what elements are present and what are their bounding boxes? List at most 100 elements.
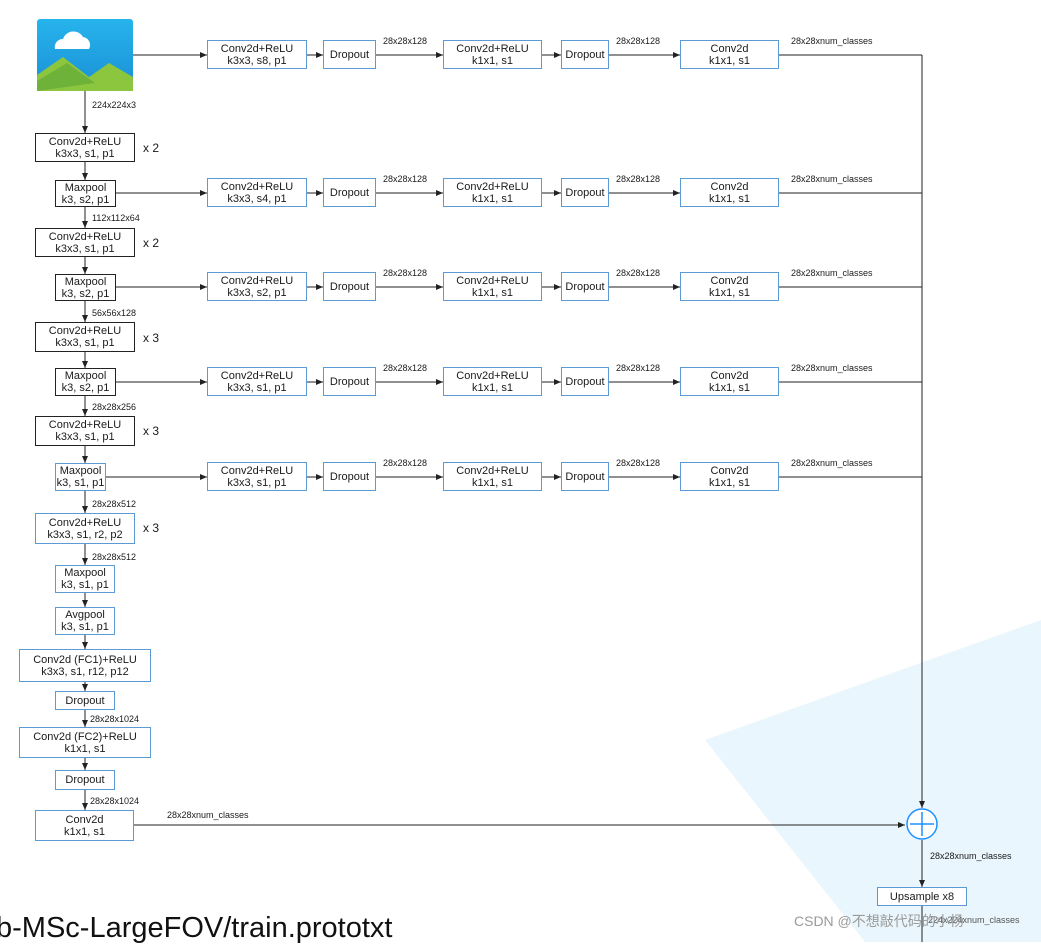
fc2-conv-block: Conv2d (FC2)+ReLU k1x1, s1 bbox=[19, 727, 151, 758]
shape-label: 28x28x512 bbox=[92, 499, 137, 509]
box-line: Dropout bbox=[329, 470, 370, 483]
branch-2-output-shape-label: 28x28xnum_classes bbox=[791, 174, 873, 184]
box-line: k3x3, s1, p1 bbox=[55, 147, 115, 160]
box-line: Conv2d+ReLU bbox=[456, 369, 529, 382]
box-line: Dropout bbox=[565, 470, 605, 483]
upsample-block: Upsample x8 bbox=[877, 887, 967, 906]
box-line: Conv2d+ReLU bbox=[48, 325, 122, 337]
box-line: k3, s1, p1 bbox=[56, 477, 105, 489]
box-line: Conv2d (FC2)+ReLU bbox=[33, 730, 137, 743]
branch-4-output-shape-label: 28x28xnum_classes bbox=[791, 363, 873, 373]
fc1-conv-block: Conv2d (FC1)+ReLU k3x3, s1, r12, p12 bbox=[19, 649, 151, 682]
box-line: k3x3, s2, p1 bbox=[227, 286, 287, 299]
repeat-label: x 2 bbox=[143, 236, 160, 250]
box-line: Dropout bbox=[565, 186, 605, 199]
box-line: k3x3, s1, p1 bbox=[227, 476, 287, 489]
box-line: Conv2d+ReLU bbox=[456, 274, 529, 287]
box-line: Maxpool bbox=[64, 370, 107, 382]
box-line: Conv2d bbox=[65, 813, 104, 826]
branch-4-dropout-1: Dropout bbox=[323, 367, 376, 396]
box-line: k3x3, s1, p1 bbox=[55, 431, 115, 443]
maxpool-block-5: Maxpool k3, s1, p1 bbox=[55, 565, 115, 593]
branch-3-feature-shape-label: 28x28x128 bbox=[383, 268, 428, 278]
shape-label: 56x56x128 bbox=[92, 308, 137, 318]
box-line: Dropout bbox=[329, 186, 370, 199]
shape-label: 28x28x256 bbox=[92, 402, 137, 412]
box-line: k3x3, s1, p1 bbox=[55, 242, 115, 255]
box-line: k1x1, s1 bbox=[709, 286, 750, 299]
branch-1-feature-shape-label: 28x28x128 bbox=[383, 36, 428, 46]
box-line: k1x1, s1 bbox=[472, 286, 513, 299]
shape-label: 28x28x512 bbox=[92, 552, 137, 562]
box-line: Dropout bbox=[565, 48, 605, 61]
conv-block-4: Conv2d+ReLU k3x3, s1, p1 bbox=[35, 416, 135, 446]
plus-circle-icon bbox=[906, 808, 938, 840]
avgpool-block: Avgpool k3, s1, p1 bbox=[55, 607, 115, 635]
shape-label: 112x112x64 bbox=[92, 213, 140, 223]
box-line: Dropout bbox=[565, 280, 605, 293]
box-line: Maxpool bbox=[64, 181, 107, 194]
sum-output-shape-label: 28x28xnum_classes bbox=[930, 851, 1012, 861]
box-line: k3, s1, p1 bbox=[61, 621, 109, 633]
box-line: Conv2d+ReLU bbox=[456, 180, 529, 193]
conv-block-5-dilated: Conv2d+ReLU k3x3, s1, r2, p2 bbox=[35, 513, 135, 544]
box-line: k1x1, s1 bbox=[472, 54, 513, 67]
branch-4-feature-shape-label-2: 28x28x128 bbox=[616, 363, 661, 373]
conv-block-3: Conv2d+ReLU k3x3, s1, p1 bbox=[35, 322, 135, 352]
branch-1-output-shape-label: 28x28xnum_classes bbox=[791, 36, 873, 46]
box-line: Maxpool bbox=[64, 275, 107, 288]
box-line: Dropout bbox=[329, 375, 370, 388]
footer-file-path: b-MSc-LargeFOV/train.prototxt bbox=[0, 912, 393, 944]
branch-1-dropout-2: Dropout bbox=[561, 40, 609, 69]
repeat-label: x 3 bbox=[143, 424, 160, 438]
bottom-branch-shape-label: 28x28xnum_classes bbox=[167, 810, 249, 820]
box-line: k1x1, s1 bbox=[709, 54, 750, 67]
watermark-text: CSDN @不想敲代码的小杨 bbox=[794, 913, 964, 929]
box-line: Conv2d+ReLU bbox=[48, 230, 122, 243]
conv-block-2: Conv2d+ReLU k3x3, s1, p1 bbox=[35, 228, 135, 257]
box-line: k1x1, s1 bbox=[64, 742, 106, 755]
box-line: Dropout bbox=[329, 280, 370, 293]
box-line: Dropout bbox=[65, 774, 105, 786]
branch-2-dropout-1: Dropout bbox=[323, 178, 376, 207]
box-line: Conv2d+ReLU bbox=[220, 180, 294, 193]
branch-4-dropout-2: Dropout bbox=[561, 367, 609, 396]
box-line: Conv2d+ReLU bbox=[456, 464, 529, 477]
box-line: Avgpool bbox=[65, 609, 105, 621]
shape-label: 28x28x1024 bbox=[90, 796, 140, 806]
box-line: k1x1, s1 bbox=[472, 192, 513, 205]
branch-2-feature-shape-label: 28x28x128 bbox=[383, 174, 428, 184]
box-line: Conv2d+ReLU bbox=[48, 419, 122, 431]
branch-3-dropout-2: Dropout bbox=[561, 272, 609, 301]
box-line: k3, s2, p1 bbox=[61, 382, 110, 394]
box-line: Maxpool bbox=[59, 465, 102, 477]
branch-3-feature-shape-label-2: 28x28x128 bbox=[616, 268, 661, 278]
box-line: Conv2d+ReLU bbox=[220, 274, 294, 287]
repeat-label: x 2 bbox=[143, 141, 160, 155]
conv-block-1: Conv2d+ReLU k3x3, s1, p1 bbox=[35, 133, 135, 162]
shape-label: 224x224x3 bbox=[92, 100, 137, 110]
branch-3-output-shape-label: 28x28xnum_classes bbox=[791, 268, 873, 278]
box-line: Dropout bbox=[329, 48, 370, 61]
box-line: Dropout bbox=[565, 375, 605, 388]
upsample-output-shape-label: 224x224xnum_classes bbox=[928, 915, 1020, 925]
dropout-block-2: Dropout bbox=[55, 770, 115, 790]
box-line: k3, s2, p1 bbox=[61, 193, 110, 206]
box-line: k1x1, s1 bbox=[472, 476, 513, 489]
maxpool-block-4: Maxpool k3, s1, p1 bbox=[55, 463, 106, 491]
box-line: k3x3, s1, p1 bbox=[227, 381, 287, 394]
box-line: Conv2d+ReLU bbox=[220, 464, 294, 477]
box-line: Conv2d+ReLU bbox=[220, 369, 294, 382]
branch-5-output-shape-label: 28x28xnum_classes bbox=[791, 458, 873, 468]
